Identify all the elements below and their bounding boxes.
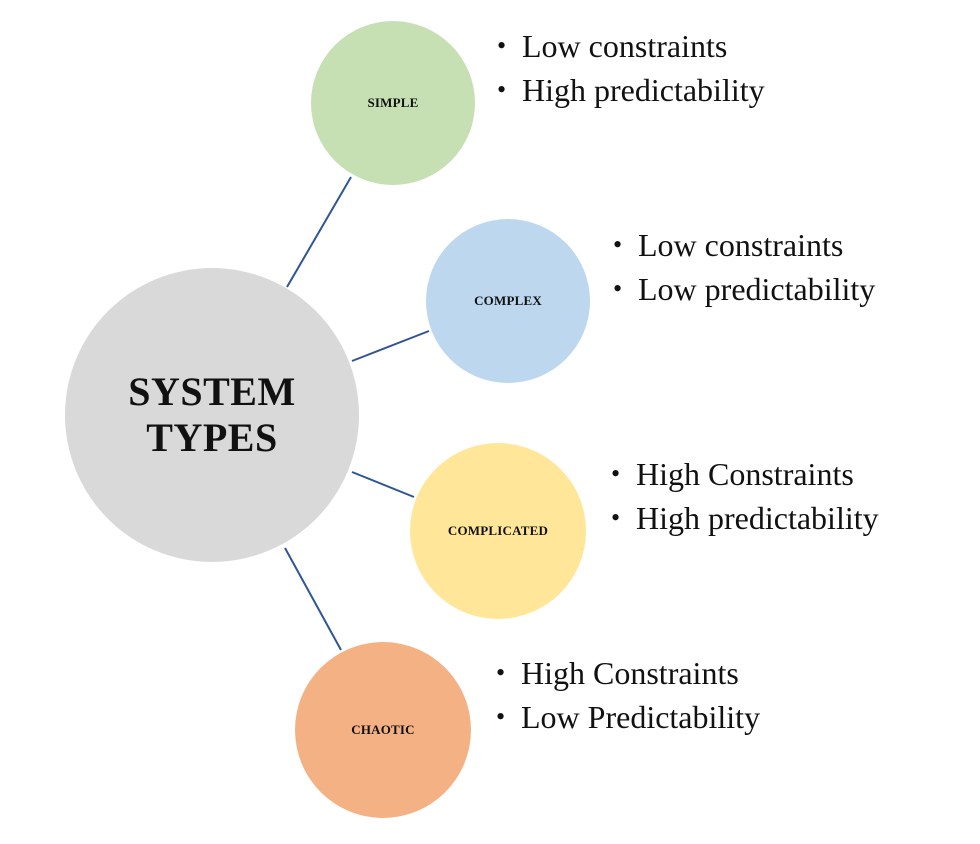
node-chaotic-label: CHAOTIC [351,722,415,737]
connector-complex [351,330,430,362]
node-complicated-label: COMPLICATED [447,523,549,538]
node-chaotic: CHAOTIC [295,642,471,818]
chaotic-note-2-text: Low Predictability [521,699,761,735]
bullet-icon: • [613,274,623,303]
hub-circle: SYSTEM TYPES [65,268,359,562]
complicated-note-1: • High Constraints [611,456,931,492]
connector-complicated [351,471,415,498]
complex-note-1-text: Low constraints [638,227,844,263]
complicated-note-1-text: High Constraints [636,456,854,492]
simple-note-1-text: Low constraints [522,28,728,64]
node-simple-label: SIMPLE [367,95,419,110]
bullet-icon: • [613,230,623,259]
bullet-icon: • [497,75,507,104]
complex-note-2-text: Low predictability [638,271,876,307]
complex-notes: • Low constraints • Low predictability [613,227,933,315]
complex-note-2: • Low predictability [613,271,933,307]
complex-note-1: • Low constraints [613,227,933,263]
connector-chaotic [284,547,342,651]
node-complex: COMPLEX [426,219,590,383]
complicated-note-2: • High predictability [611,500,931,536]
chaotic-note-1: • High Constraints [496,655,816,691]
complicated-note-2-text: High predictability [636,500,879,536]
hub-title: SYSTEM TYPES [128,369,296,460]
bullet-icon: • [611,503,621,532]
connector-simple [286,176,352,288]
chaotic-notes: • High Constraints • Low Predictability [496,655,816,743]
chaotic-note-1-text: High Constraints [521,655,739,691]
bullet-icon: • [611,459,621,488]
bullet-icon: • [497,31,507,60]
node-complicated: COMPLICATED [410,443,586,619]
node-complex-label: COMPLEX [474,293,542,308]
node-simple: SIMPLE [311,21,475,185]
simple-note-1: • Low constraints [497,28,797,64]
chaotic-note-2: • Low Predictability [496,699,816,735]
simple-note-2: • High predictability [497,72,797,108]
simple-note-2-text: High predictability [522,72,765,108]
bullet-icon: • [496,702,506,731]
bullet-icon: • [496,658,506,687]
complicated-notes: • High Constraints • High predictability [611,456,931,544]
simple-notes: • Low constraints • High predictability [497,28,797,116]
